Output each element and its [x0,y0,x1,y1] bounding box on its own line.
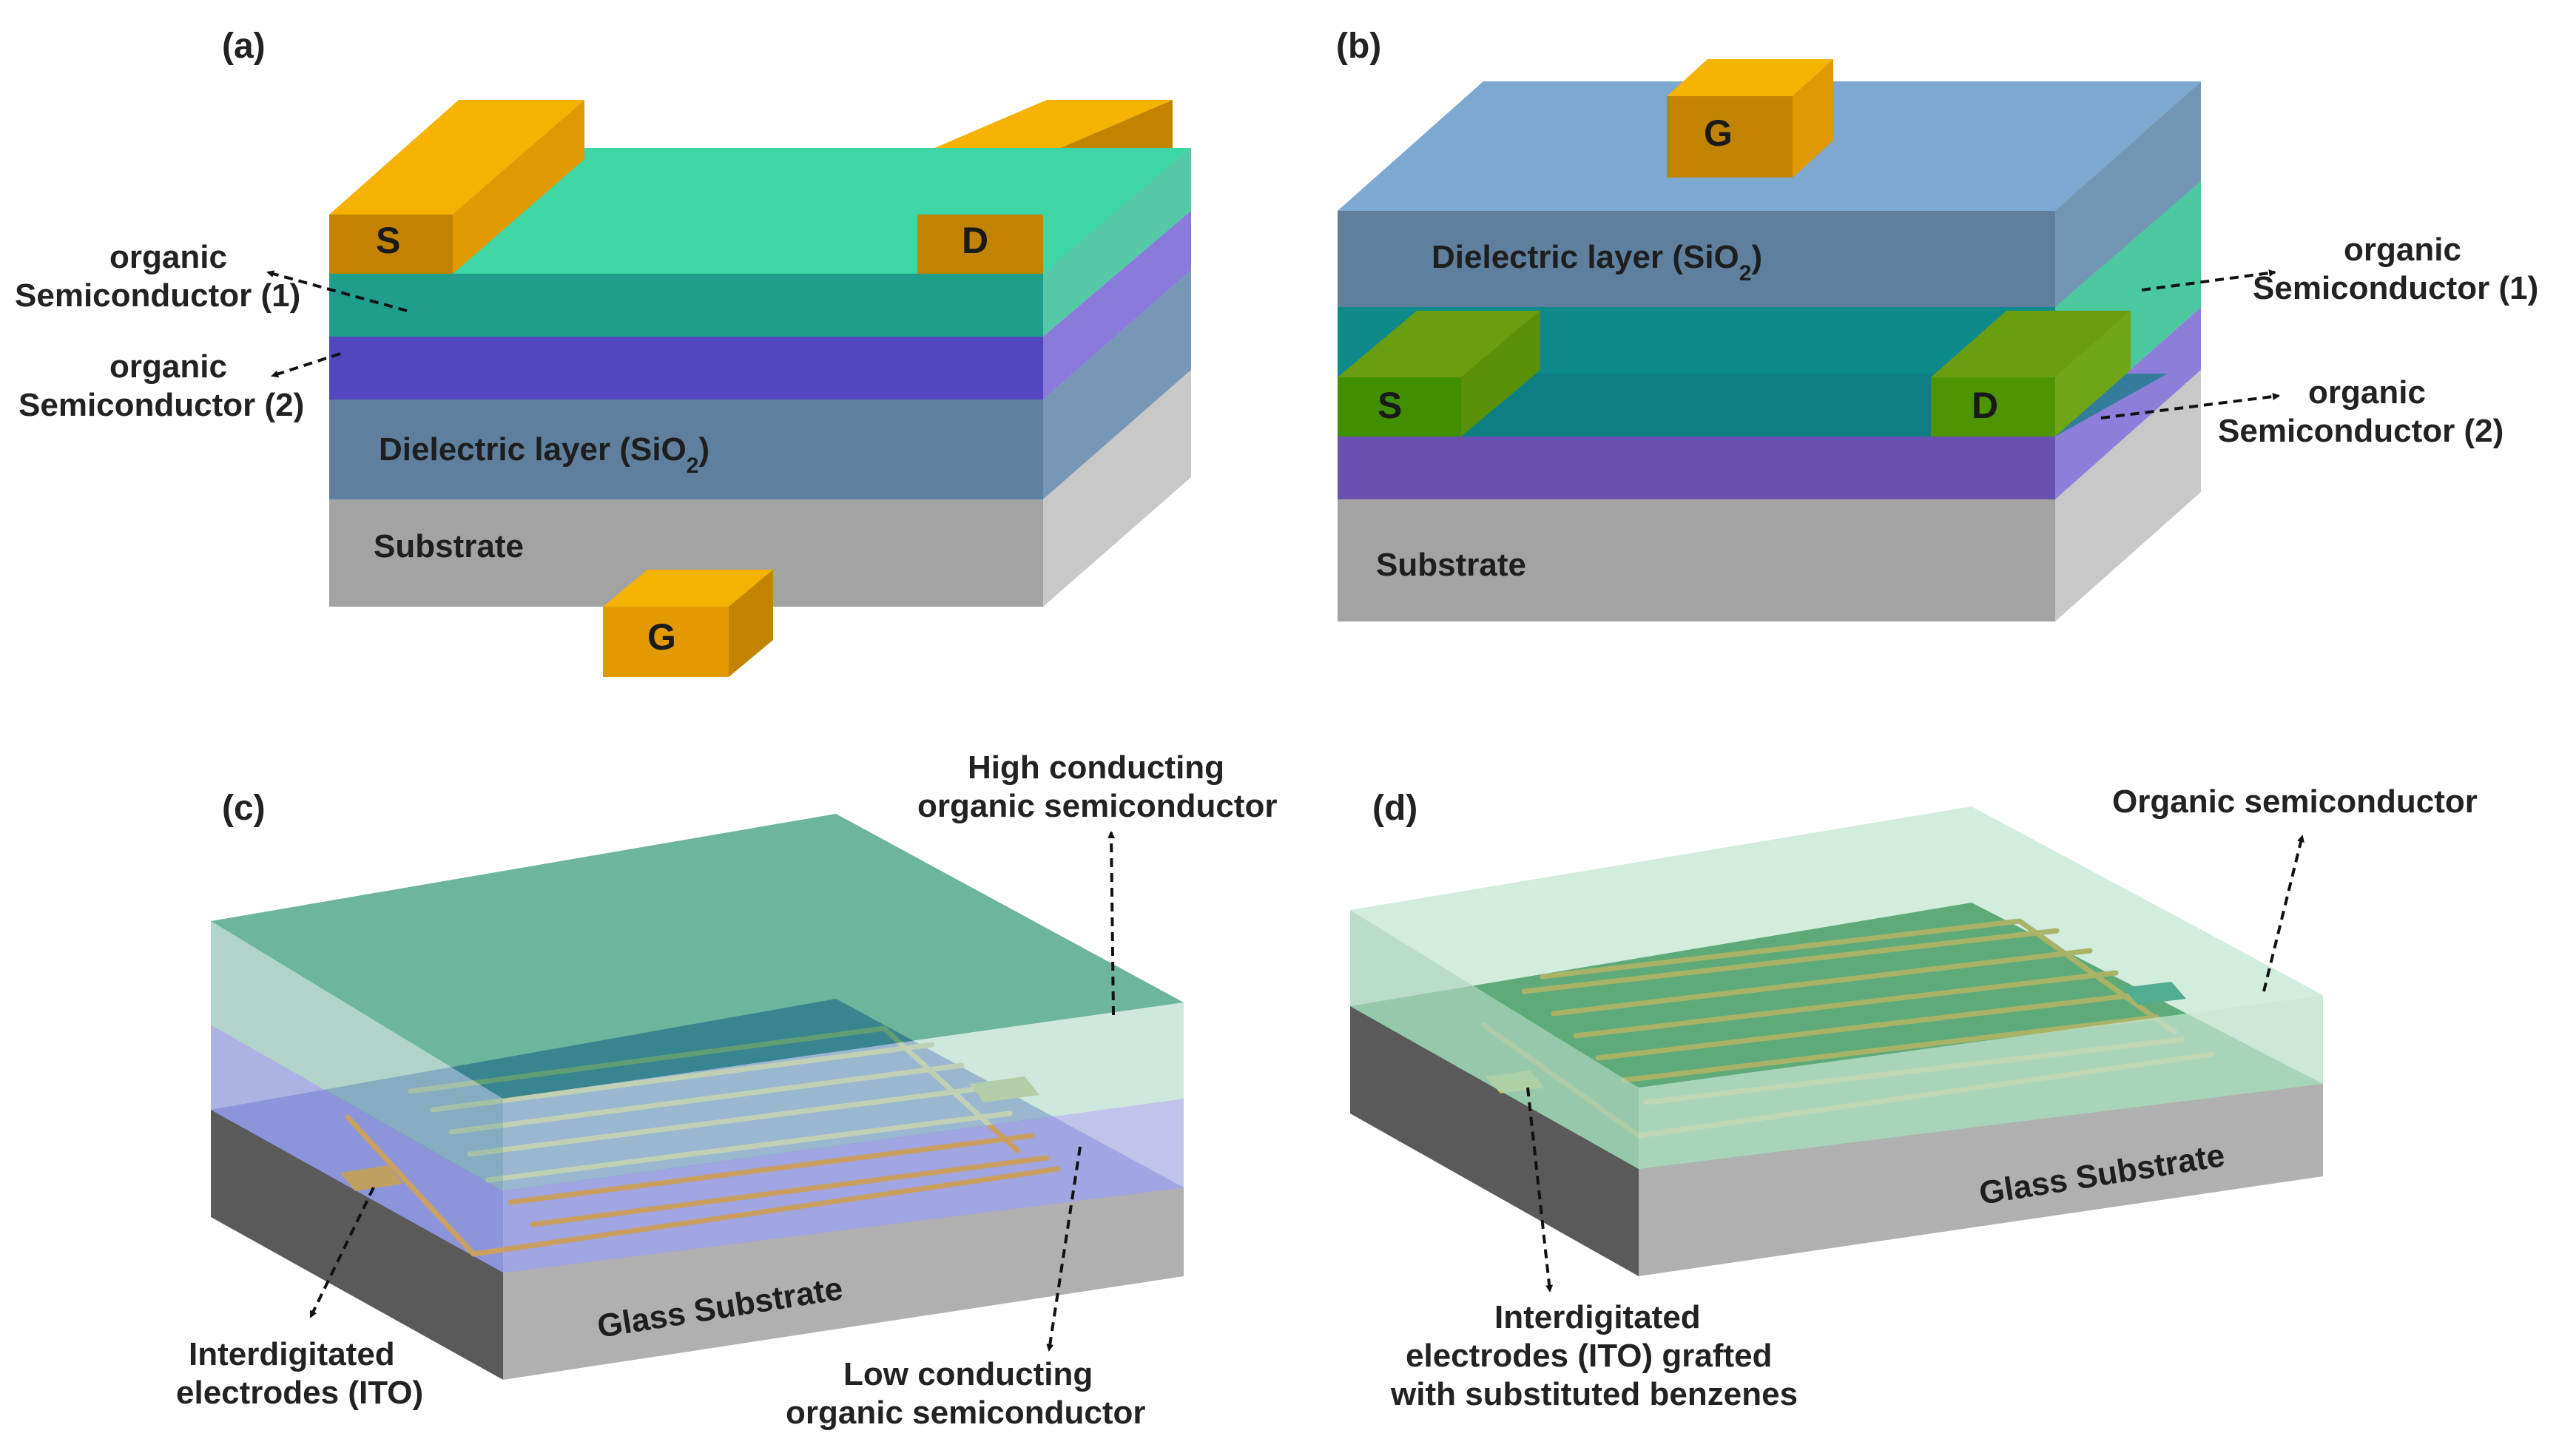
dielectric-label-b: Dielectric layer (SiO2) [1432,239,1762,286]
glass-substrate-d [1350,1006,2323,1276]
ito-contact-pad-right-d [2123,982,2186,1005]
panel-a: (a) [15,27,1191,677]
semiconductor-2-layer-b [1338,307,2201,499]
drain-label-b: D [1972,385,1998,426]
gate-electrode-a [603,570,773,677]
panel-c-label: (c) [222,789,266,828]
drain-front-a [917,215,1043,274]
semiconductor-annotation-d: Organic semiconductor [2112,783,2478,820]
panel-b: (b) [1336,27,2538,621]
low-conducting-annotation-c: Low conducting organic semiconductor [786,1356,1146,1431]
panel-d: (d) Glass Substrate Organi [1350,783,2478,1412]
arrow-high-conducting-c [1107,831,1116,1016]
arrow-semiconductor-1-b [2141,269,2276,291]
drain-electrode-b [1931,311,2131,437]
substrate-label-b: Substrate [1376,547,1526,583]
arrow-semiconductor-1-a [266,270,408,312]
high-conducting-layer-c [211,814,1184,1191]
high-conducting-annotation-c: High conducting organic semiconductor [917,749,1278,824]
organic-semiconductor-layer-d [1350,806,2323,1169]
source-electrode-b [1338,311,1540,437]
ito-contact-pad-left-c [340,1165,403,1191]
arrow-semiconductor-2-b [2100,393,2280,419]
source-label-a: S [376,220,400,261]
semiconductor-1-annotation-a: organic Semiconductor (1) [15,239,300,314]
substrate-a [329,370,1191,607]
gate-electrode-b [1667,59,1833,178]
source-electrode-a [329,100,584,274]
arrow-electrodes-c [309,1187,375,1318]
arrow-low-conducting-c [1046,1146,1082,1352]
gate-label-b: G [1704,112,1733,154]
glass-substrate-c [211,1110,1184,1380]
electrodes-annotation-d: Interdigitated electrodes (ITO) grafted … [1390,1299,1798,1412]
gate-label-a: G [647,616,676,658]
arrow-semiconductor-2-a [271,352,341,378]
dielectric-label-a: Dielectric layer (SiO2) [379,431,709,478]
panel-a-label: (a) [222,27,266,66]
semiconductor-2-annotation-b: organic Semiconductor (2) [2218,374,2503,449]
panel-c: (c) G [176,749,1278,1431]
source-label-b: S [1378,385,1402,426]
arrow-electrodes-d [1526,1087,1554,1292]
electrodes-annotation-c: Interdigitated electrodes (ITO) [176,1336,423,1411]
semiconductor-2-annotation-a: organic Semiconductor (2) [18,348,304,423]
substrate-b [1338,370,2201,621]
semiconductor-2-layer-a [329,211,1191,400]
semiconductor-1-annotation-b: organic Semiconductor (1) [2253,232,2538,306]
drain-label-a: D [962,220,988,261]
substrate-label-a: Substrate [374,528,524,564]
dielectric-layer-a [329,270,1191,499]
panel-d-label: (d) [1372,789,1417,828]
arrow-semiconductor-d [2262,835,2304,992]
panel-b-label: (b) [1336,27,1381,66]
